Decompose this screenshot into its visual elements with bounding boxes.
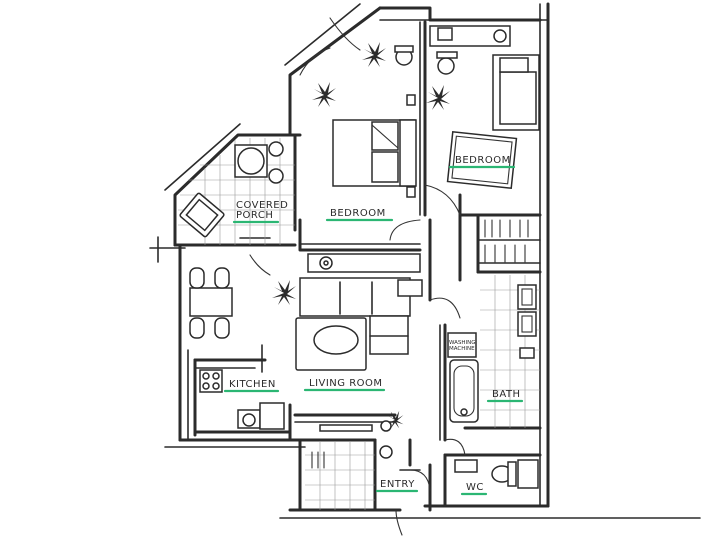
bedroom-right — [429, 25, 540, 263]
plant-icon — [312, 82, 336, 107]
covered-porch — [178, 138, 295, 245]
label-covered-porch-line2: PORCH — [236, 210, 273, 221]
interior-walls — [176, 20, 542, 512]
porch-armchair — [179, 192, 225, 238]
label-living-room: LIVING ROOM — [309, 378, 383, 389]
label-bedroom-right: BEDROOM — [455, 155, 511, 166]
plant-icon — [362, 42, 386, 67]
entry-hall — [305, 442, 393, 510]
label-washing-machine-line1: WASHING — [449, 340, 476, 346]
label-entry: ENTRY — [380, 479, 415, 490]
label-bath: BATH — [492, 389, 521, 400]
living-room — [295, 253, 423, 432]
bath — [447, 275, 540, 428]
plant-icon — [272, 280, 296, 305]
kitchen — [189, 267, 285, 430]
plant-icon — [386, 410, 404, 429]
wc — [454, 459, 539, 489]
label-wc: WC — [466, 482, 484, 493]
plants — [272, 42, 450, 429]
label-covered-porch-line1: COVERED — [236, 200, 288, 211]
room-labels: COVERED PORCH BEDROOM BEDROOM KITCHEN LI… — [223, 155, 524, 496]
label-kitchen: KITCHEN — [229, 379, 276, 390]
label-bedroom-left: BEDROOM — [330, 208, 386, 219]
plant-icon — [426, 85, 450, 110]
door-arcs — [249, 17, 466, 536]
bedroom-left — [332, 45, 417, 198]
label-washing-machine-line2: MACHINE — [449, 346, 475, 352]
